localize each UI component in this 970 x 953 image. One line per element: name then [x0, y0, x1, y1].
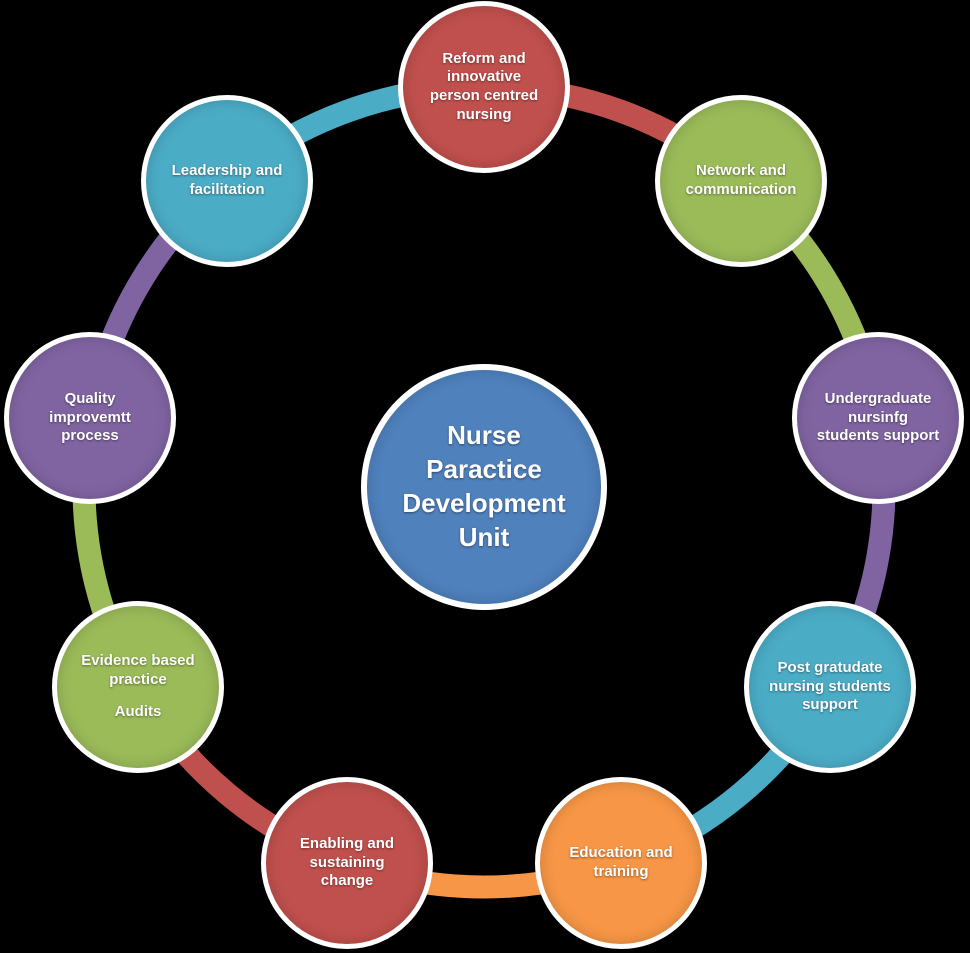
node-reform-innovative-nursing: Reform and innovative person centred nur…: [398, 1, 570, 173]
node-label: Evidence based practice: [81, 652, 195, 689]
node-undergraduate-students-support: Undergraduate nursinfg students support: [792, 332, 964, 504]
node-network-communication: Network and communication: [655, 95, 827, 267]
node-label: Undergraduate nursinfg students support: [816, 389, 940, 445]
node-evidence-based-practice-audits: Evidence based practice Audits: [52, 601, 224, 773]
node-label: Education and training: [569, 844, 673, 880]
node-label: Network and communication: [685, 162, 797, 198]
node-label: Post gratudate nursing students support: [769, 658, 891, 714]
node-sublabel: Audits: [114, 702, 162, 720]
node-postgraduate-students-support: Post gratudate nursing students support: [744, 601, 916, 773]
center-node: Nurse Paractice Development Unit: [361, 364, 607, 610]
node-quality-improvement-process: Quality improvemtt process: [4, 332, 176, 504]
node-label: Reform and innovative person centred nur…: [429, 49, 539, 123]
node-enabling-sustaining-change: Enabling and sustaining change: [261, 777, 433, 949]
node-label: Quality improvemtt process: [49, 389, 131, 445]
node-leadership-facilitation: Leadership and facilitation: [141, 95, 313, 267]
center-node-label: Nurse Paractice Development Unit: [402, 420, 566, 552]
node-education-training: Education and training: [535, 777, 707, 949]
node-label: Enabling and sustaining change: [299, 834, 395, 890]
node-label: Leadership and facilitation: [171, 162, 283, 198]
node-label-group: Evidence based practice Audits: [75, 652, 200, 721]
